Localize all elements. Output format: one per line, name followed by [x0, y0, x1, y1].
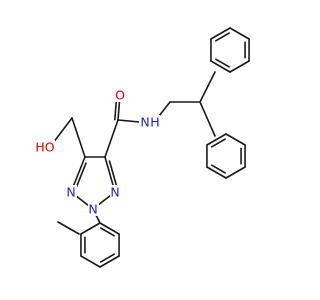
- amide-n-bond: [117, 119, 140, 123]
- tolyl-ring-bond-inner: [100, 227, 115, 237]
- ch2-bond: [71, 117, 86, 158]
- atom-labels: O N H HO N N N: [35, 88, 160, 217]
- amide-bond: [104, 119, 119, 158]
- methyl-bond: [57, 221, 80, 235]
- triazole-n1-label: N: [66, 185, 75, 200]
- phenyl-link-bond: [199, 101, 216, 137]
- bond-lines: [52, 27, 250, 268]
- tolyl-ring-bond: [80, 222, 101, 235]
- triazole-bond-second: [75, 162, 87, 190]
- upper-phenyl-bond-inner: [215, 32, 230, 42]
- molecule-structure-diagram: O N H HO N N N: [35, 27, 250, 268]
- oh-bond: [52, 117, 73, 144]
- tolyl-ring-bond-inner: [100, 253, 115, 263]
- tolyl-ring-bond: [99, 255, 120, 268]
- hydroxyl-label: HO: [35, 140, 54, 155]
- tolyl-ring-bond: [80, 255, 101, 268]
- upper-phenyl-bond: [210, 60, 231, 73]
- upper-phenyl-bond-inner: [215, 58, 230, 68]
- upper-phenyl-bond: [229, 27, 250, 40]
- upper-phenyl-bond: [229, 60, 250, 73]
- lower-phenyl-bond: [225, 133, 246, 146]
- lower-phenyl-bond-inner: [211, 164, 226, 174]
- lower-phenyl-bond: [206, 166, 227, 179]
- ethyl-bond: [158, 101, 171, 117]
- lower-phenyl-bond: [225, 166, 246, 179]
- tolyl-ring-bond: [99, 222, 120, 235]
- triazole-bond-second: [108, 160, 118, 188]
- upper-phenyl-bond: [210, 27, 231, 40]
- carbonyl-oxygen-label: O: [115, 88, 125, 103]
- triazole-n3-label: N: [110, 185, 119, 200]
- phenyl-link-bond: [199, 71, 216, 103]
- lower-phenyl-bond: [206, 133, 227, 146]
- lower-phenyl-bond-inner: [211, 138, 226, 148]
- amide-nitrogen-label: N: [140, 115, 149, 130]
- amide-hydrogen-label: H: [150, 115, 159, 130]
- triazole-n2-label: N: [88, 202, 97, 217]
